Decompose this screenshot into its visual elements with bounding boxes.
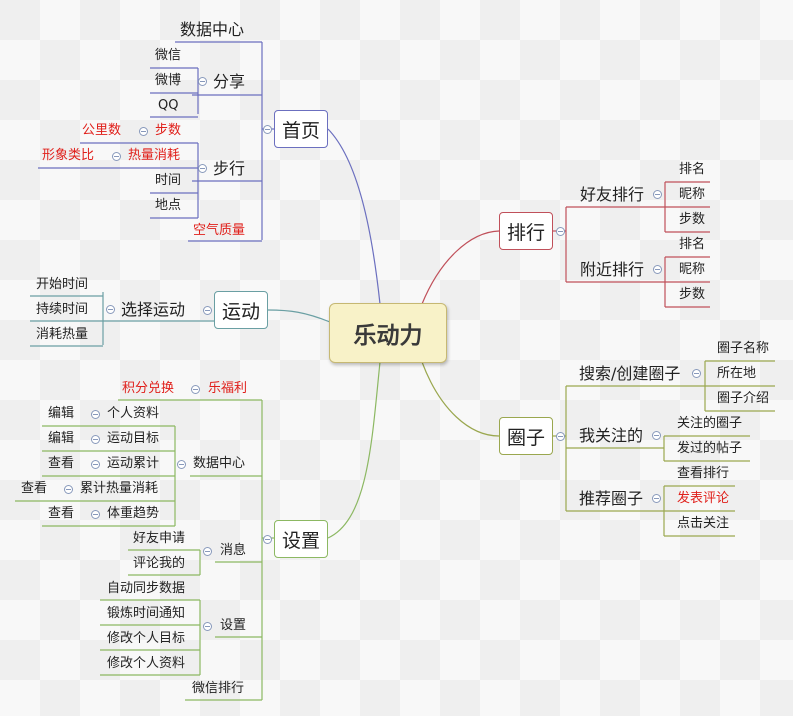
dc-item-profile[interactable]: 个人资料 <box>107 406 160 421</box>
collapse-toggle-icon[interactable] <box>198 77 207 86</box>
dc-item-goal[interactable]: 运动目标 <box>107 431 160 446</box>
steps-km[interactable]: 公里数 <box>82 123 122 138</box>
circle-follow-item[interactable]: 发过的帖子 <box>677 441 743 456</box>
collapse-toggle-icon[interactable] <box>203 306 212 315</box>
steps-analogy[interactable]: 形象类比 <box>42 148 95 163</box>
collapse-toggle-icon[interactable] <box>203 622 212 631</box>
message-friend-request[interactable]: 好友申请 <box>133 531 186 546</box>
settings-points[interactable]: 积分兑换 <box>122 381 175 396</box>
rank-friends[interactable]: 好友排行 <box>580 185 645 204</box>
collapse-toggle-icon[interactable] <box>652 431 661 440</box>
share-item-wechat[interactable]: 微信 <box>155 48 182 63</box>
rank-friends-item[interactable]: 排名 <box>679 162 706 177</box>
sport-item-calories[interactable]: 消耗热量 <box>36 327 89 342</box>
collapse-toggle-icon[interactable] <box>139 127 148 136</box>
dc-action-view[interactable]: 查看 <box>48 456 75 471</box>
collapse-toggle-icon[interactable] <box>556 227 565 236</box>
home-steps[interactable]: 步行 <box>213 159 246 178</box>
share-item-weibo[interactable]: 微博 <box>155 73 182 88</box>
collapse-toggle-icon[interactable] <box>198 164 207 173</box>
dc-item-calories[interactable]: 累计热量消耗 <box>80 481 159 496</box>
circle-recommend-item[interactable]: 查看排行 <box>677 466 730 481</box>
circle-recommend-item[interactable]: 发表评论 <box>677 491 730 506</box>
collapse-toggle-icon[interactable] <box>91 410 100 419</box>
topic-home[interactable]: 首页 <box>274 110 328 148</box>
rank-nearby-item[interactable]: 步数 <box>679 287 706 302</box>
settings-message[interactable]: 消息 <box>220 543 247 558</box>
dc-item-weight[interactable]: 体重趋势 <box>107 506 160 521</box>
collapse-toggle-icon[interactable] <box>556 432 565 441</box>
sport-item-start[interactable]: 开始时间 <box>36 277 89 292</box>
settings-wechat-rank[interactable]: 微信排行 <box>192 681 245 696</box>
rank-nearby[interactable]: 附近排行 <box>580 260 645 279</box>
rank-nearby-item[interactable]: 昵称 <box>679 262 706 277</box>
collapse-toggle-icon[interactable] <box>653 265 662 274</box>
circle-recommend-item[interactable]: 点击关注 <box>677 516 730 531</box>
settings-setting[interactable]: 设置 <box>220 618 247 633</box>
collapse-toggle-icon[interactable] <box>652 494 661 503</box>
rank-friends-item[interactable]: 步数 <box>679 212 706 227</box>
collapse-toggle-icon[interactable] <box>106 305 115 314</box>
rank-friends-item[interactable]: 昵称 <box>679 187 706 202</box>
circle-recommend[interactable]: 推荐圈子 <box>579 489 644 508</box>
setting-notify[interactable]: 锻炼时间通知 <box>107 606 186 621</box>
collapse-toggle-icon[interactable] <box>91 460 100 469</box>
central-topic[interactable]: 乐动力 <box>329 303 447 363</box>
circle-search-item[interactable]: 圈子名称 <box>717 341 770 356</box>
topic-sport[interactable]: 运动 <box>214 291 268 329</box>
dc-action-edit[interactable]: 编辑 <box>48 406 75 421</box>
collapse-toggle-icon[interactable] <box>91 435 100 444</box>
steps-place[interactable]: 地点 <box>155 198 182 213</box>
settings-welfare[interactable]: 乐福利 <box>208 381 248 396</box>
home-data-center[interactable]: 数据中心 <box>180 20 245 39</box>
topic-circle[interactable]: 圈子 <box>499 417 553 455</box>
sport-item-duration[interactable]: 持续时间 <box>36 302 89 317</box>
topic-settings[interactable]: 设置 <box>274 520 328 558</box>
collapse-toggle-icon[interactable] <box>91 510 100 519</box>
collapse-toggle-icon[interactable] <box>64 485 73 494</box>
collapse-toggle-icon[interactable] <box>177 460 186 469</box>
collapse-toggle-icon[interactable] <box>692 369 701 378</box>
collapse-toggle-icon[interactable] <box>263 125 272 134</box>
message-comments[interactable]: 评论我的 <box>133 556 186 571</box>
steps-time[interactable]: 时间 <box>155 173 182 188</box>
rank-nearby-item[interactable]: 排名 <box>679 237 706 252</box>
collapse-toggle-icon[interactable] <box>191 385 200 394</box>
circle-follow[interactable]: 我关注的 <box>579 426 644 445</box>
steps-step-count[interactable]: 步数 <box>155 123 182 138</box>
collapse-toggle-icon[interactable] <box>112 152 121 161</box>
topic-rank[interactable]: 排行 <box>499 212 553 250</box>
steps-calories[interactable]: 热量消耗 <box>128 148 181 163</box>
circle-search-item[interactable]: 所在地 <box>717 366 757 381</box>
dc-action-edit[interactable]: 编辑 <box>48 431 75 446</box>
sport-select[interactable]: 选择运动 <box>121 300 186 319</box>
setting-goal[interactable]: 修改个人目标 <box>107 631 186 646</box>
circle-search-item[interactable]: 圈子介绍 <box>717 391 770 406</box>
settings-data-center[interactable]: 数据中心 <box>193 456 246 471</box>
setting-profile[interactable]: 修改个人资料 <box>107 656 186 671</box>
dc-action-view[interactable]: 查看 <box>21 481 48 496</box>
circle-follow-item[interactable]: 关注的圈子 <box>677 416 743 431</box>
collapse-toggle-icon[interactable] <box>203 547 212 556</box>
circle-search[interactable]: 搜索/创建圈子 <box>579 364 681 383</box>
collapse-toggle-icon[interactable] <box>263 535 272 544</box>
collapse-toggle-icon[interactable] <box>653 190 662 199</box>
setting-sync[interactable]: 自动同步数据 <box>107 581 186 596</box>
dc-item-total[interactable]: 运动累计 <box>107 456 160 471</box>
home-share[interactable]: 分享 <box>213 72 246 91</box>
home-air-quality[interactable]: 空气质量 <box>193 223 246 238</box>
dc-action-view[interactable]: 查看 <box>48 506 75 521</box>
share-item-qq[interactable]: QQ <box>158 98 179 113</box>
